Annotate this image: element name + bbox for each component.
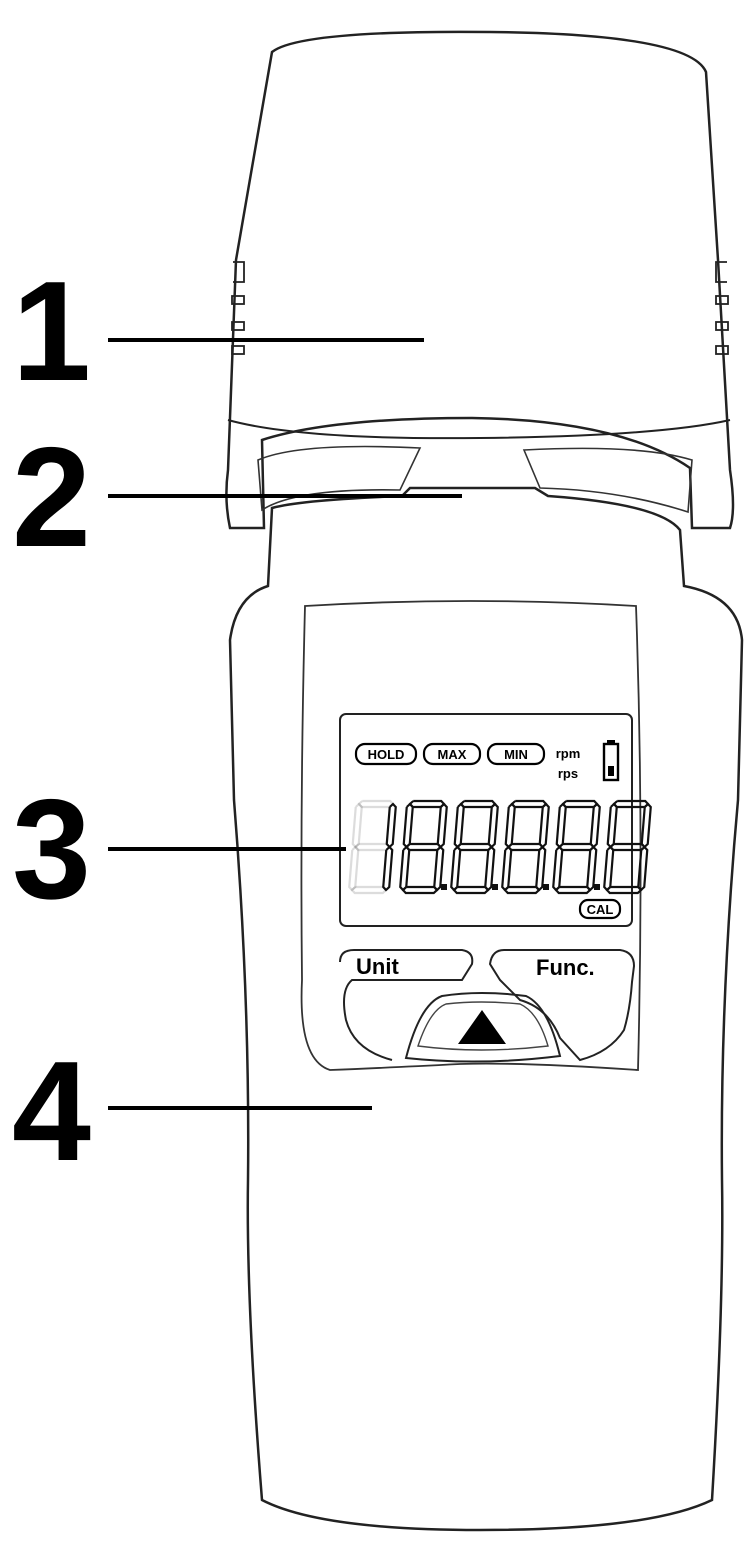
protective-cap xyxy=(225,30,735,530)
unit-button[interactable]: Unit xyxy=(339,949,474,1061)
lcd-segment-f xyxy=(606,802,618,849)
lcd-segment-d xyxy=(503,885,541,895)
lcd-segment-g xyxy=(455,842,494,852)
lcd-digit xyxy=(399,799,448,895)
lcd-segment-e xyxy=(348,845,360,892)
device-body xyxy=(228,445,744,1532)
lcd-segment-g xyxy=(353,842,392,852)
lcd-segment-g xyxy=(506,842,545,852)
lcd-segment-g xyxy=(404,842,443,852)
lcd-digit xyxy=(348,799,397,895)
lcd-segment-c xyxy=(535,845,547,892)
indicator-cal-label: CAL xyxy=(587,902,614,917)
indicator-min-label: MIN xyxy=(504,747,528,762)
lcd-segment-d xyxy=(350,885,388,895)
battery-icon xyxy=(602,740,620,782)
lcd-segment-g xyxy=(608,842,647,852)
callout-2: 2 xyxy=(12,418,462,577)
lcd-decimal-point xyxy=(441,884,447,890)
lcd-segment-b xyxy=(436,802,448,849)
callout-1: 1 xyxy=(12,252,424,411)
lcd-digit xyxy=(552,799,601,895)
lcd-decimal-point xyxy=(492,884,498,890)
lcd-segment-b xyxy=(640,802,652,849)
unit-rps: rps xyxy=(558,766,578,781)
indicator-hold-label: HOLD xyxy=(368,747,405,762)
callout-3: 3 xyxy=(12,770,346,929)
lcd-segment-e xyxy=(501,845,513,892)
lcd-segment-f xyxy=(555,802,567,849)
unit-button-label: Unit xyxy=(356,954,399,979)
callout-4: 4 xyxy=(12,1032,372,1191)
lcd-digit xyxy=(501,799,550,895)
lcd-digits xyxy=(348,799,652,895)
cap-grip-left xyxy=(231,261,245,355)
lcd-segment-e xyxy=(603,845,615,892)
lcd-segment-a xyxy=(459,799,497,809)
lcd-segment-g xyxy=(557,842,596,852)
sensor-window-right xyxy=(522,447,693,514)
lcd-segment-d xyxy=(452,885,490,895)
func-button[interactable]: Func. xyxy=(488,949,636,1062)
lcd-segment-a xyxy=(561,799,599,809)
lcd-segment-b xyxy=(538,802,550,849)
cap-grip-right xyxy=(715,261,729,355)
lcd-segment-a xyxy=(510,799,548,809)
indicator-cal: CAL xyxy=(578,898,622,920)
lcd-segment-b xyxy=(487,802,499,849)
indicator-hold: HOLD xyxy=(354,742,418,766)
callout-2-number: 2 xyxy=(12,418,91,577)
lcd-decimal-point xyxy=(594,884,600,890)
lcd-frame xyxy=(339,713,633,927)
body-outline xyxy=(228,486,744,1532)
callout-3-number: 3 xyxy=(12,770,91,929)
lcd-segment-f xyxy=(351,802,363,849)
lcd-segment-a xyxy=(357,799,395,809)
cap-rim xyxy=(227,419,731,440)
unit-rpm: rpm xyxy=(556,746,581,761)
lcd-segment-d xyxy=(554,885,592,895)
func-button-label: Func. xyxy=(536,955,595,980)
lcd-segment-c xyxy=(433,845,445,892)
lcd-segment-f xyxy=(402,802,414,849)
callout-1-number: 1 xyxy=(12,252,91,411)
indicator-max-label: MAX xyxy=(438,747,467,762)
callout-4-number: 4 xyxy=(12,1032,91,1191)
up-button[interactable] xyxy=(404,992,562,1063)
lcd-segment-c xyxy=(484,845,496,892)
lcd-digit xyxy=(450,799,499,895)
lcd-segment-d xyxy=(605,885,643,895)
lcd-segment-d xyxy=(401,885,439,895)
lcd-segment-f xyxy=(504,802,516,849)
keypad: Unit Func. xyxy=(339,949,636,1063)
cap-outline xyxy=(225,30,735,530)
lcd-segment-c xyxy=(586,845,598,892)
lcd-segment-e xyxy=(399,845,411,892)
sensor-window-left xyxy=(257,445,422,512)
lcd-segment-c xyxy=(382,845,394,892)
lcd-segment-f xyxy=(453,802,465,849)
lcd-segment-b xyxy=(589,802,601,849)
lcd-segment-e xyxy=(450,845,462,892)
lcd-display: HOLD MAX MIN rpm rps CAL xyxy=(339,713,652,927)
lcd-segment-a xyxy=(408,799,446,809)
triangle-up-icon xyxy=(458,1010,506,1044)
lcd-digit xyxy=(603,799,652,895)
lcd-segment-e xyxy=(552,845,564,892)
lcd-segment-c xyxy=(637,845,649,892)
front-panel xyxy=(300,600,642,1071)
lcd-decimal-point xyxy=(543,884,549,890)
lcd-segment-b xyxy=(385,802,397,849)
indicator-max: MAX xyxy=(422,742,482,766)
indicator-min: MIN xyxy=(486,742,546,766)
